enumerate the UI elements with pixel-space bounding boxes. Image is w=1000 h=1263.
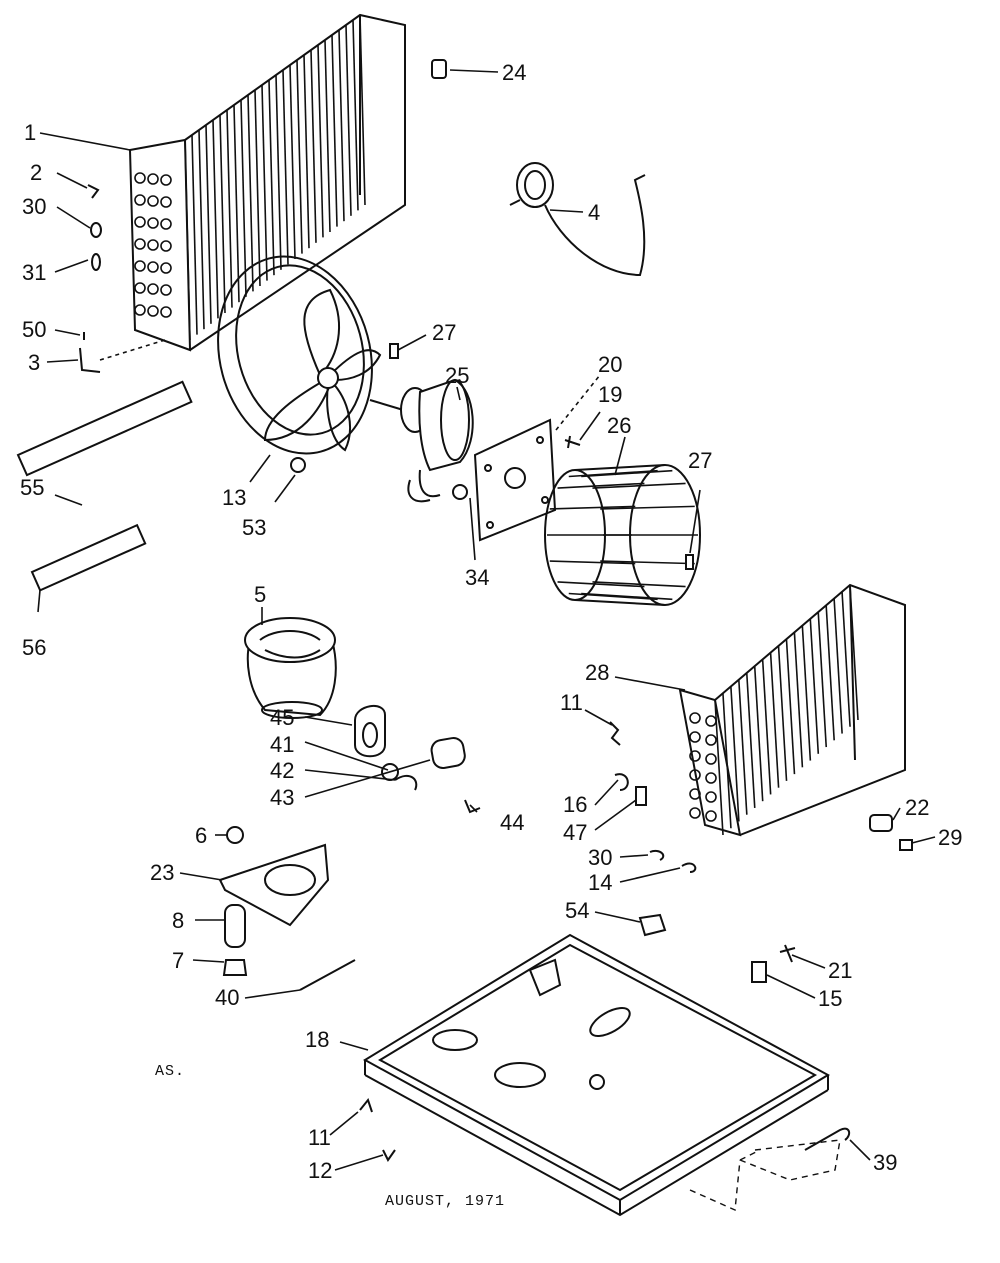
callout-55: 55: [20, 475, 44, 500]
callout-26: 26: [607, 413, 631, 438]
corner-mark: AS.: [155, 1063, 185, 1080]
evaporator-coil: [678, 583, 906, 837]
capillary-tube: [509, 162, 646, 277]
callout-27-right: 27: [688, 448, 712, 473]
callout-25: 25: [445, 363, 469, 388]
condenser-coil: [128, 13, 406, 352]
blower-wheel: [544, 464, 701, 606]
base-pan: [363, 933, 841, 1217]
callout-13: 13: [222, 485, 246, 510]
callout-31: 31: [22, 260, 46, 285]
callout-3: 3: [28, 350, 40, 375]
callout-34: 34: [465, 565, 489, 590]
compressor: [244, 617, 337, 719]
callout-41: 41: [270, 732, 294, 757]
callout-7: 7: [172, 948, 184, 973]
callout-12: 12: [308, 1158, 332, 1183]
callout-15: 15: [818, 986, 842, 1011]
callout-18: 18: [305, 1027, 329, 1052]
callout-14: 14: [588, 870, 612, 895]
callout-54: 54: [565, 898, 589, 923]
dashed-bracket-outline: [689, 1139, 841, 1212]
callout-11-upper: 11: [560, 690, 583, 715]
callout-4: 4: [588, 200, 600, 225]
small-parts: [16, 59, 913, 1162]
callout-2: 2: [30, 160, 42, 185]
callout-40: 40: [215, 985, 239, 1010]
callout-43: 43: [270, 785, 294, 810]
callout-23: 23: [150, 860, 174, 885]
diagram-date: AUGUST, 1971: [385, 1193, 505, 1210]
callout-5: 5: [254, 582, 266, 607]
leader-lines: [37, 69, 936, 1171]
callout-29: 29: [938, 825, 962, 850]
callout-56: 56: [22, 635, 46, 660]
motor-bracket: [473, 418, 557, 542]
callout-20: 20: [598, 352, 622, 377]
fan-motor: [369, 378, 474, 503]
callout-47: 47: [563, 820, 587, 845]
callout-42: 42: [270, 758, 294, 783]
callout-30-lower: 30: [588, 845, 612, 870]
callout-44: 44: [500, 810, 524, 835]
callout-1: 1: [24, 120, 36, 145]
callout-27-top: 27: [432, 320, 456, 345]
condenser-fan: [217, 255, 382, 455]
callout-50: 50: [22, 317, 46, 342]
callout-39: 39: [873, 1150, 897, 1175]
callout-28: 28: [585, 660, 609, 685]
callout-30: 30: [22, 194, 46, 219]
callout-53: 53: [242, 515, 266, 540]
callout-16: 16: [563, 792, 587, 817]
callout-11-lower: 11: [308, 1125, 331, 1150]
callout-8: 8: [172, 908, 184, 933]
callout-21: 21: [828, 958, 852, 983]
callout-22: 22: [905, 795, 929, 820]
callout-labels: 1 2 30 31 50 3 24 4 27 25 20 19 26 27 13…: [20, 60, 962, 1183]
callout-45: 45: [270, 705, 294, 730]
callout-24: 24: [502, 60, 526, 85]
callout-6: 6: [195, 823, 207, 848]
callout-19: 19: [598, 382, 622, 407]
